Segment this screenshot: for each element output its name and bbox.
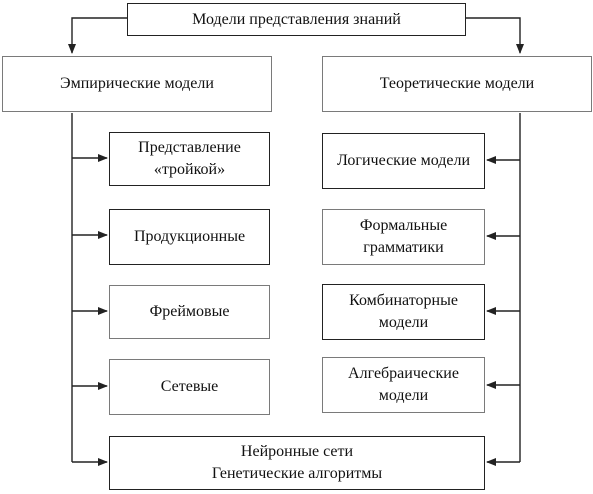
root-node: Модели представления знаний	[127, 3, 466, 36]
formal-grammars-node: Формальные грамматики	[322, 209, 485, 265]
theoretical-models-node: Теоретические модели	[322, 56, 592, 112]
neural-genetic-node: Нейронные сети Генетические алгоритмы	[109, 436, 485, 490]
arrow-root-to-theoretical	[466, 17, 524, 54]
network-models-node: Сетевые	[109, 359, 270, 415]
frame-models-node: Фреймовые	[109, 285, 270, 339]
empirical-models-node: Эмпирические модели	[2, 56, 272, 112]
logic-models-node: Логические модели	[322, 133, 485, 189]
algebraic-models-node: Алгебраические модели	[322, 357, 485, 413]
arrow-root-to-empirical	[68, 17, 127, 54]
combinatorial-models-node: Комбинаторные модели	[322, 284, 485, 340]
production-models-node: Продукционные	[109, 209, 270, 265]
triple-representation-node: Представление «тройкой»	[109, 132, 270, 186]
